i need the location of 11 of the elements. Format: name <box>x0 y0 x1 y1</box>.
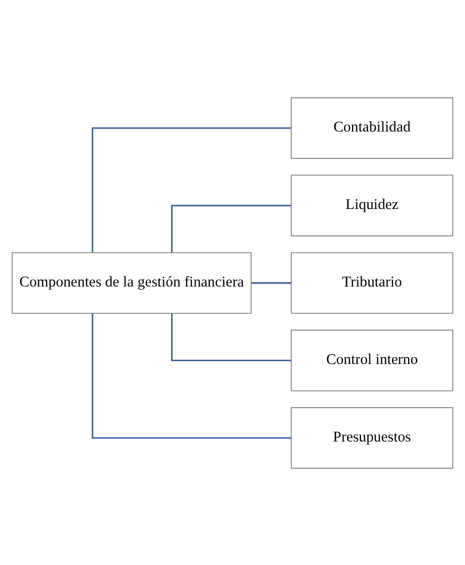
node-box: Liquidez <box>290 174 454 236</box>
node-box: Componentes de la gestión financiera <box>12 252 252 314</box>
connector <box>171 313 292 361</box>
connector <box>92 313 292 438</box>
node-box: Presupuestos <box>290 406 454 468</box>
node-box: Contabilidad <box>290 96 454 158</box>
connector <box>92 126 292 252</box>
connector <box>171 204 292 252</box>
connector <box>252 282 292 284</box>
node-box: Tributario <box>290 252 454 314</box>
node-box: Control interno <box>290 329 454 391</box>
